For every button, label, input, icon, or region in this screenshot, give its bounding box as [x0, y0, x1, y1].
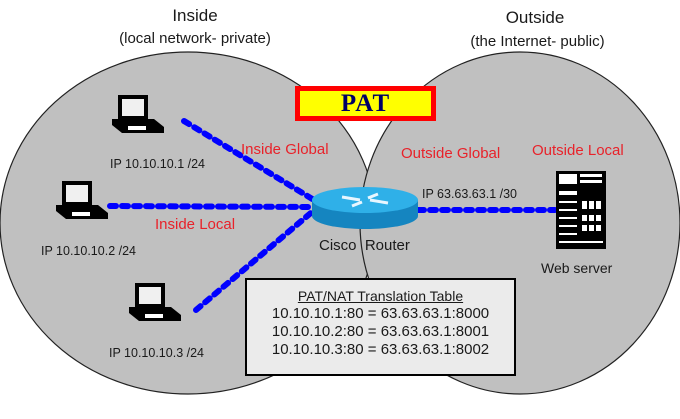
server-label: Web server: [541, 260, 613, 276]
translation-table-title: PAT/NAT Translation Table: [297, 288, 464, 304]
host2-ip: IP 10.10.10.2 /24: [41, 244, 136, 258]
host1-ip: IP 10.10.10.1 /24: [110, 157, 205, 171]
translation-row: 10.10.10.3:80 = 63.63.63.1:8002: [271, 341, 490, 358]
translation-table: PAT/NAT Translation Table 10.10.10.1:80 …: [245, 278, 516, 376]
pat-title: PAT: [340, 89, 391, 117]
outside-local-label: Outside Local: [532, 142, 624, 159]
pat-title-box: PAT: [295, 86, 436, 121]
laptop-icon: [129, 283, 181, 321]
link-host1-router: [181, 118, 317, 203]
translation-row: 10.10.10.2:80 = 63.63.63.1:8001: [271, 323, 490, 340]
outside-global-label: Outside Global: [401, 145, 501, 162]
laptop-icon: [112, 95, 164, 133]
link-host2-router: [107, 203, 315, 210]
outside-zone-title: Outside: [505, 8, 565, 27]
inside-zone-title: Inside: [172, 6, 218, 25]
network-links: [107, 118, 558, 313]
translation-row: 10.10.10.1:80 = 63.63.63.1:8000: [271, 305, 490, 322]
router-icon: [312, 187, 418, 229]
router-label: Cisco Router: [319, 237, 410, 254]
outside-zone-subtitle: (the Internet- public): [470, 33, 605, 50]
host3-ip: IP 10.10.10.3 /24: [109, 346, 204, 360]
inside-global-label: Inside Global: [241, 141, 329, 158]
router-outside-ip: IP 63.63.63.1 /30: [422, 187, 517, 201]
link-host3-router: [193, 209, 315, 313]
inside-local-label: Inside Local: [155, 216, 236, 233]
laptop-icon: [56, 181, 108, 219]
inside-zone-subtitle: (local network- private): [119, 30, 271, 47]
server-icon: [556, 171, 606, 249]
